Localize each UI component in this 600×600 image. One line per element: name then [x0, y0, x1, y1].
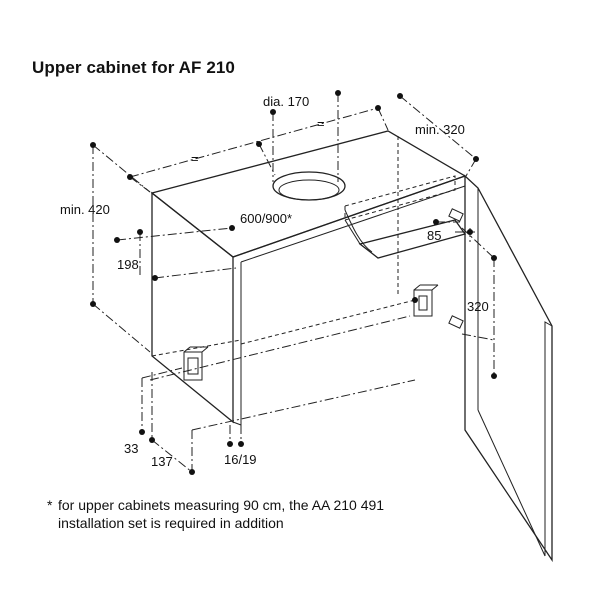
cabinet-top-face	[150, 130, 467, 258]
right-mounting-bracket	[413, 284, 439, 317]
label-85: 85	[427, 228, 441, 243]
footnote-line-2: installation set is required in addition	[58, 515, 284, 531]
dimension-dots	[90, 90, 497, 475]
label-min-depth: min. 320	[415, 122, 465, 137]
front-top-edge	[232, 175, 466, 258]
left-panel-bottom-edge	[232, 421, 242, 426]
cabinet-door	[448, 174, 553, 563]
label-33: 33	[124, 441, 138, 456]
label-equal-left: =	[191, 151, 199, 166]
left-mounting-bracket	[183, 346, 209, 381]
label-320: 320	[467, 299, 489, 314]
footnote-line-1: for upper cabinets measuring 90 cm, the …	[58, 497, 385, 513]
bottom-hidden-edge	[151, 339, 242, 357]
label-137: 137	[151, 454, 173, 469]
page-title: Upper cabinet for AF 210	[32, 58, 235, 77]
exhaust-opening	[272, 171, 346, 201]
footnote: * for upper cabinets measuring 90 cm, th…	[47, 496, 385, 532]
label-16-19: 16/19	[224, 452, 257, 467]
cabinet-left-panel	[151, 191, 234, 424]
label-width: 600/900*	[240, 211, 292, 226]
dimension-lines	[92, 93, 495, 473]
cabinet-body	[150, 130, 467, 426]
label-198: 198	[117, 257, 139, 272]
front-top-inner-edge	[240, 185, 466, 263]
label-diameter: dia. 170	[263, 94, 309, 109]
label-equal-right: =	[317, 116, 325, 131]
label-min-height: min. 420	[60, 202, 110, 217]
back-bottom-hidden-edge	[240, 299, 416, 345]
footnote-marker: *	[47, 497, 53, 513]
hood-unit	[344, 175, 467, 259]
